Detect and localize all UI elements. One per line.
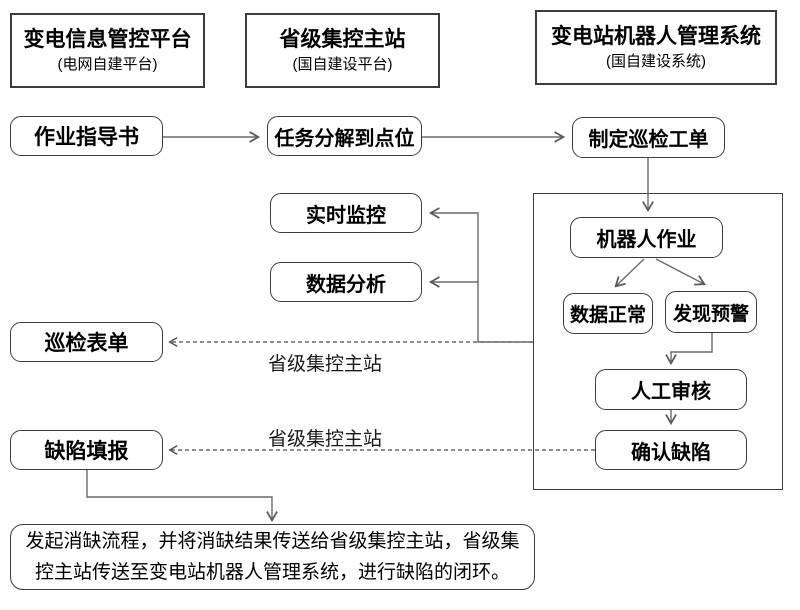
node-work-guide: 作业指导书 [10, 116, 163, 156]
node-alert-found: 发现预警 [665, 291, 757, 333]
header-grid-platform-subtitle: (电网自建平台) [57, 55, 158, 73]
node-robot-operation-label: 机器人作业 [596, 229, 697, 251]
edge-label-inspection-form: 省级集控主站 [268, 354, 383, 375]
header-provincial-station-title: 省级集控主站 [279, 27, 406, 51]
header-robot-system-title: 变电站机器人管理系统 [551, 24, 761, 48]
header-robot-system-subtitle: (国自建设系统) [606, 52, 706, 70]
node-realtime-monitor-label: 实时监控 [306, 204, 386, 227]
node-create-work-order: 制定巡检工单 [572, 117, 725, 158]
footer-note: 发起消缺流程，并将消缺结果传送给省级集控主站，省级集控主站传送至变电站机器人管理… [10, 524, 535, 590]
node-confirm-defect-label: 确认缺陷 [631, 441, 711, 464]
edge-branch-to-realtimemonitor [428, 207, 533, 343]
node-defect-report-label: 缺陷填报 [44, 440, 129, 463]
edge-robotoperation-to-alertfound [655, 258, 706, 286]
node-robot-operation: 机器人作业 [570, 217, 723, 258]
node-work-guide-label: 作业指导书 [34, 126, 139, 149]
node-data-normal-label: 数据正常 [569, 305, 646, 326]
edge-alertfound-to-manualreview [665, 333, 713, 366]
edge-defectreport-to-footernote [86, 470, 278, 523]
node-inspection-form: 巡检表单 [10, 322, 163, 362]
node-alert-found-label: 发现预警 [672, 303, 749, 325]
footer-note-text: 发起消缺流程，并将消缺结果传送给省级集控主站，省级集控主站传送至变电站机器人管理… [25, 531, 520, 583]
header-provincial-station: 省级集控主站 (国自建设平台) [245, 13, 440, 88]
node-data-analysis-label: 数据分析 [306, 273, 386, 296]
node-defect-report: 缺陷填报 [10, 430, 163, 470]
edge-label-defect-report: 省级集控主站 [268, 429, 383, 450]
node-realtime-monitor: 实时监控 [270, 193, 422, 233]
node-task-decompose: 任务分解到点位 [267, 116, 422, 156]
edge-robotoperation-to-datanormal [614, 258, 645, 288]
node-manual-review: 人工审核 [595, 369, 747, 410]
header-grid-platform: 变电信息管控平台 (电网自建平台) [10, 13, 205, 88]
node-confirm-defect: 确认缺陷 [595, 430, 747, 470]
node-task-decompose-label: 任务分解到点位 [274, 127, 415, 150]
node-manual-review-label: 人工审核 [631, 381, 711, 403]
node-create-work-order-label: 制定巡检工单 [588, 129, 709, 151]
node-inspection-form-label: 巡检表单 [44, 332, 129, 355]
node-data-normal: 数据正常 [563, 293, 653, 334]
header-provincial-station-subtitle: (国自建设平台) [292, 55, 393, 73]
node-data-analysis: 数据分析 [270, 262, 422, 302]
header-robot-system: 变电站机器人管理系统 (国自建设系统) [535, 10, 777, 85]
header-grid-platform-title: 变电信息管控平台 [23, 27, 192, 51]
